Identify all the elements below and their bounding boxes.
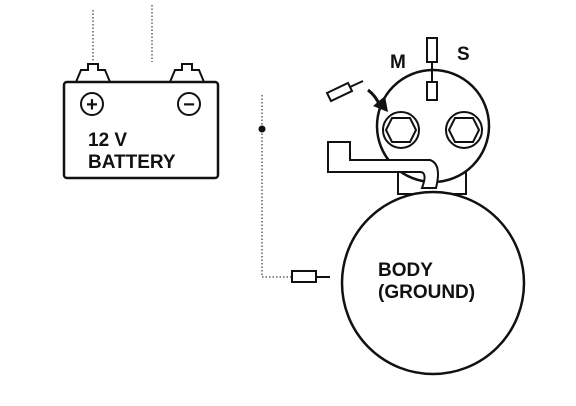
m-terminal-strap [327,141,439,189]
reconnect-arrowhead-icon [373,96,388,112]
starter-motor: BODY (GROUND) [291,172,526,376]
s-terminal-connector [426,81,438,101]
negative-symbol: − [183,94,195,116]
negative-terminal-icon [177,92,201,116]
ground-label: (GROUND) [378,282,475,303]
positive-terminal-icon [80,92,104,116]
m-wire-connector-icon [325,81,354,103]
battery: + − 12 V BATTERY [62,63,220,180]
battery-voltage-label: 12 V [88,130,127,151]
s-terminal-blade [426,37,438,63]
battery-positive-post [75,63,111,83]
m-wire-connector-pin [349,80,364,88]
solenoid: M S [327,37,491,189]
ground-test-connector-icon [291,270,317,283]
lead-junction-dot [258,125,266,133]
m-wire-connector [325,80,388,112]
s-terminal-nut-icon [447,117,481,143]
m-terminal-nut-icon [384,117,418,143]
battery-name-label: BATTERY [88,152,176,173]
body-label: BODY [378,260,433,281]
terminal-s-label: S [457,44,470,65]
motor-body [340,190,526,376]
test-leads [92,5,292,278]
positive-symbol: + [86,94,98,116]
terminal-m-label: M [390,52,406,73]
battery-negative-post [169,63,205,83]
